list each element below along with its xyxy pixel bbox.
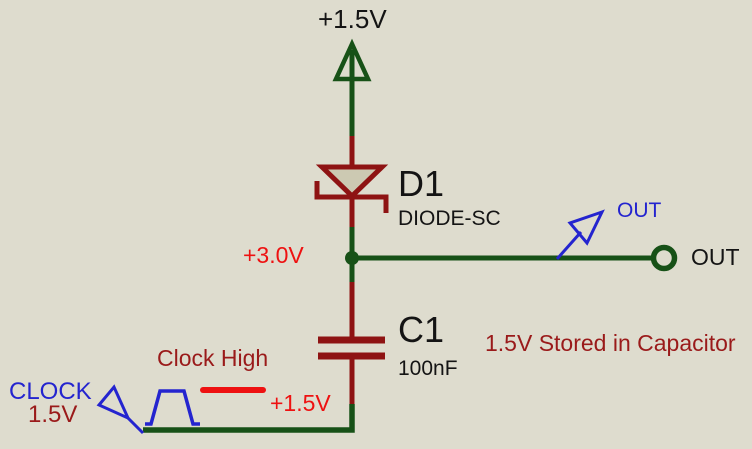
node-voltage-label[interactable]: +3.0V	[243, 242, 304, 268]
clock-generator-arrow-icon[interactable]	[96, 384, 145, 435]
out-probe-head[interactable]	[567, 209, 605, 246]
clock-voltage-label[interactable]: 1.5V	[28, 401, 78, 428]
out-probe-arrow-icon[interactable]	[555, 209, 605, 260]
capacitor-value-label[interactable]: 100nF	[398, 357, 458, 380]
diode-anode-triangle-icon[interactable]	[315, 164, 389, 200]
diode-ref-label[interactable]: D1	[398, 163, 445, 204]
wire-bottom-rail[interactable]	[143, 404, 355, 433]
clock-waveform-icon[interactable]	[145, 389, 200, 426]
power-rail-label[interactable]: +1.5V	[318, 4, 387, 34]
out-terminal-label[interactable]: OUT	[691, 244, 740, 270]
cap-bottom-voltage-label[interactable]: +1.5V	[270, 390, 331, 416]
clock-high-annotation[interactable]: Clock High	[157, 345, 269, 371]
clock-generator-label[interactable]: CLOCK	[9, 378, 92, 405]
clock-generator-head[interactable]	[96, 384, 131, 421]
power-arrow-icon[interactable]	[332, 38, 372, 82]
out-probe-label[interactable]: OUT	[617, 199, 662, 222]
capacitor-symbol[interactable]	[318, 336, 385, 360]
out-terminal-icon[interactable]	[650, 244, 678, 272]
out-probe-tail[interactable]	[555, 231, 583, 260]
capacitor-ref-label[interactable]: C1	[398, 309, 445, 350]
power-terminal-icon[interactable]	[332, 38, 372, 138]
stored-annotation[interactable]: 1.5V Stored in Capacitor	[485, 330, 736, 356]
diode-value-label[interactable]: DIODE-SC	[398, 207, 501, 230]
